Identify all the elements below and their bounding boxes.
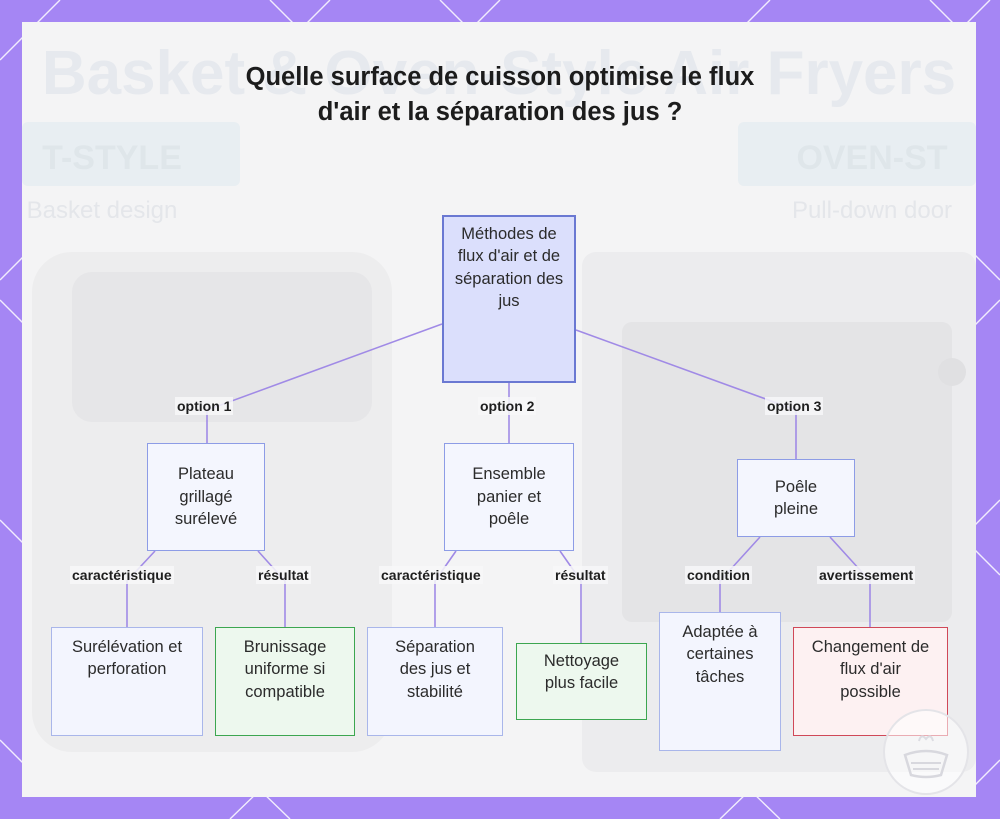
edge-opt1-leaf1a	[126, 550, 156, 627]
diagram-title: Quelle surface de cuisson optimise le fl…	[245, 63, 755, 127]
node-option-basket-pan: Ensemble panier et poêle	[444, 443, 574, 551]
bg-left-sub: Basket design	[27, 197, 178, 224]
node-leaf-even-browning: Brunissage uniforme si compatible	[215, 627, 355, 736]
edge-label-resultat-1: résultat	[256, 566, 311, 584]
edge-label-avertissement: avertissement	[817, 566, 916, 584]
node-leaf-suited-tasks: Adaptée à certaines tâches	[659, 612, 781, 751]
edge-label-option-1: option 1	[175, 397, 234, 415]
edge-label-condition: condition	[685, 566, 752, 584]
node-option-raised-grill: Plateau grillagé surélevé	[147, 443, 265, 551]
edge-opt2-leaf2a	[434, 550, 457, 627]
node-leaf-elevation-perforation: Surélévation et perforation	[51, 627, 203, 736]
bg-left-tag: T-STYLE	[42, 139, 182, 177]
edge-root-opt3	[575, 329, 797, 459]
node-option-solid-pan: Poêle pleine	[737, 459, 855, 537]
basket-logo-icon	[883, 709, 969, 795]
edge-label-option-3: option 3	[765, 397, 824, 415]
node-leaf-easier-cleaning: Nettoyage plus facile	[516, 643, 647, 720]
edge-label-caracteristique-1: caractéristique	[70, 566, 174, 584]
edge-label-caracteristique-2: caractéristique	[379, 566, 483, 584]
edge-label-option-2: option 2	[478, 397, 537, 415]
bg-right-tag: OVEN-ST	[796, 139, 947, 177]
node-root-methods: Méthodes de flux d'air et de séparation …	[442, 215, 576, 383]
edge-opt2-leaf2b	[559, 550, 582, 643]
bg-headline: Basket & Oven-Style Air Fryers	[42, 39, 956, 108]
node-leaf-juice-separation: Séparation des jus et stabilité	[367, 627, 503, 736]
bg-right-sub: Pull-down door	[792, 197, 952, 224]
edge-root-opt1	[206, 323, 443, 443]
edge-label-resultat-2: résultat	[553, 566, 608, 584]
edge-opt1-leaf1b	[257, 550, 286, 627]
